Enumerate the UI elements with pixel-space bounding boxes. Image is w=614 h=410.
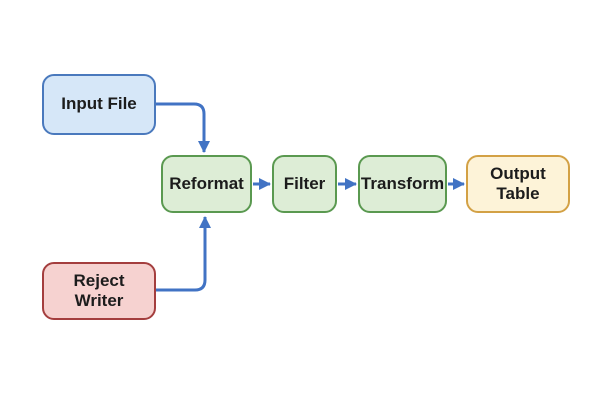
node-reject-writer[interactable]: Reject Writer: [42, 262, 156, 320]
edge-input-file-to-reformat: [156, 102, 210, 153]
node-reformat-label: Reformat: [169, 173, 244, 193]
node-output-table-label: Output Table: [490, 163, 546, 203]
node-transform[interactable]: Transform: [358, 155, 447, 213]
node-reject-writer-label: Reject Writer: [73, 270, 125, 310]
edge-reject-writer-to-reformat: [156, 216, 211, 292]
node-input-file-label: Input File: [61, 94, 137, 114]
node-transform-label: Transform: [360, 173, 445, 193]
node-filter[interactable]: Filter: [272, 155, 337, 213]
node-output-table[interactable]: Output Table: [466, 155, 570, 213]
node-input-file[interactable]: Input File: [42, 74, 156, 135]
node-filter-label: Filter: [283, 173, 326, 193]
node-reformat[interactable]: Reformat: [161, 155, 252, 213]
